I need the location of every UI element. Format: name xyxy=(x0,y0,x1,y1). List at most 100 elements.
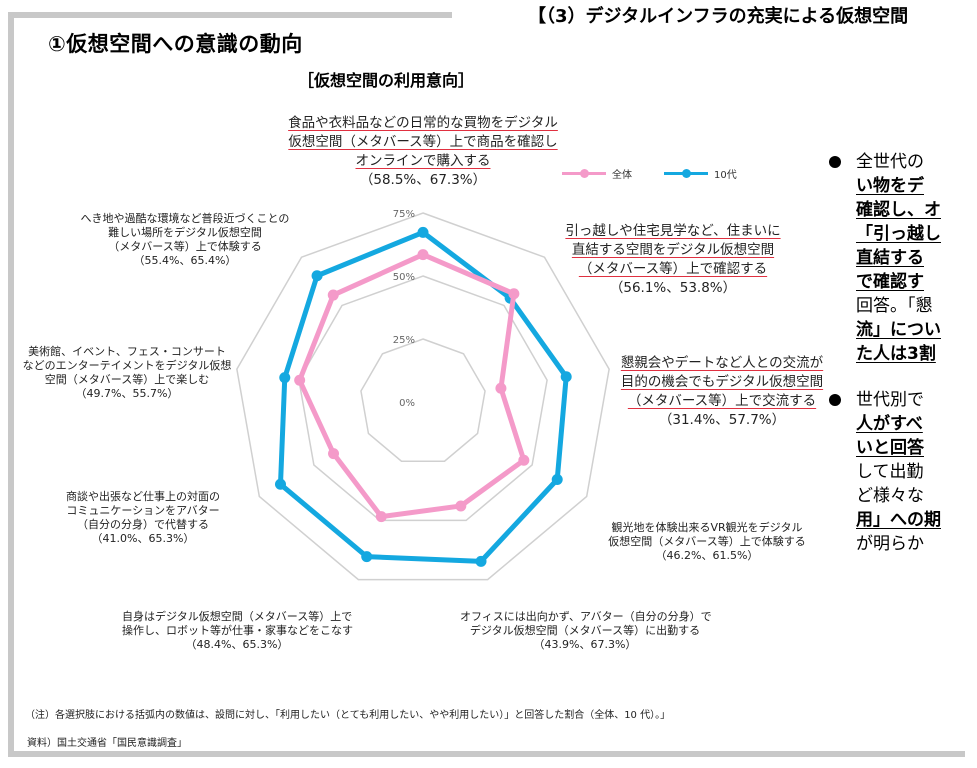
footnote: （注）各選択肢における括弧内の数値は、設問に対し、「利用したい（とても利用したい… xyxy=(25,710,671,721)
grid-ring xyxy=(236,212,610,581)
data-point-marker xyxy=(508,288,520,300)
summary-bullets: 全世代の い物をデ 確認し、オ 「引っ越し 直結する で確認す 回答。「懇 流」… xyxy=(826,150,977,578)
axis-label-line: 目的の機会でもデジタル仮想空間 xyxy=(620,374,824,390)
chart-subtitle: ［仮想空間の利用意向］ xyxy=(298,71,475,90)
bullet-icon xyxy=(829,156,841,168)
radial-tick-label: 75% xyxy=(393,209,415,220)
bullet-line: が明らか xyxy=(856,534,924,554)
axis-values: （31.4%、57.7%） xyxy=(658,412,786,428)
section-title: 【（3）デジタルインフラの充実による仮想空間 xyxy=(528,6,909,27)
data-point-marker xyxy=(551,473,563,485)
legend-line-pink-icon xyxy=(562,169,606,178)
legend-line-blue-icon xyxy=(664,169,708,178)
axis-label-line: 空間（メタバース等）上で楽しむ xyxy=(44,373,210,386)
radial-tick-label: 25% xyxy=(393,335,415,346)
axis-values: （49.7%、55.7%） xyxy=(75,387,179,400)
axis-label-line: 操作し、ロボット等が仕事・家事などをこなす xyxy=(122,624,353,637)
data-point-marker xyxy=(518,454,530,466)
data-point-marker xyxy=(417,226,429,238)
axis-label-line: 商談や出張など仕事上の対面の xyxy=(66,490,220,503)
axis-label-line: （自分の分身）で代替する xyxy=(77,518,209,531)
bullet-line: ど様々な xyxy=(856,486,924,506)
axis-label-line: 美術館、イベント、フェス・コンサート xyxy=(28,345,226,358)
bullet-item: 世代別で 人がすべ いと回答 して出勤 ど様々な 用」への期 が明らか xyxy=(826,388,977,556)
bullet-line: 人がすべ xyxy=(856,414,923,434)
axis-label-shopping: 食品や衣料品などの日常的な買物をデジタル 仮想空間（メタバース等）上で商品を確認… xyxy=(258,114,588,190)
axis-label-remote-places: へき地や過酷な環境など普段近づくことの 難しい場所をデジタル仮想空間 （メタバー… xyxy=(75,212,295,268)
axis-values: （48.4%、65.3%） xyxy=(185,638,289,651)
axis-label-line: 仮想空間（メタバース等）上で商品を確認し xyxy=(288,134,558,150)
bullet-line: で確認す xyxy=(856,272,924,292)
bullet-line: して出勤 xyxy=(856,462,924,482)
data-point-marker xyxy=(274,478,286,490)
axis-label-line: オフィスには出向かず、アバター（自分の分身）で xyxy=(460,610,712,623)
axis-label-line: デジタル仮想空間（メタバース等）に出勤する xyxy=(469,624,701,637)
bullet-item: 全世代の い物をデ 確認し、オ 「引っ越し 直結する で確認す 回答。「懇 流」… xyxy=(826,150,977,366)
data-point-marker xyxy=(455,500,467,512)
grid-ring xyxy=(298,275,548,522)
axis-values: （43.9%、67.3%） xyxy=(533,638,637,651)
data-point-marker xyxy=(327,289,339,301)
axis-label-robot: 自身はデジタル仮想空間（メタバース等）上で 操作し、ロボット等が仕事・家事などを… xyxy=(122,610,353,652)
axis-label-line: 懇親会やデートなど人との交流が xyxy=(620,355,824,371)
legend-item-teens: 10代 xyxy=(664,166,737,181)
panel-border-gap xyxy=(452,10,977,20)
axis-label-vr-tourism: 観光地を体験出来るVR観光をデジタル 仮想空間（メタバース等）上で体験する （4… xyxy=(600,521,814,563)
data-point-marker xyxy=(279,372,291,384)
data-point-marker xyxy=(560,371,572,383)
axis-label-line: 食品や衣料品などの日常的な買物をデジタル xyxy=(288,115,558,131)
axis-label-line: オンラインで購入する xyxy=(355,153,491,169)
bullet-line: 直結する xyxy=(856,248,924,268)
axis-label-line: などのエンターテイメントをデジタル仮想 xyxy=(22,359,232,372)
bullet-line: 流」につい xyxy=(856,320,941,340)
axis-label-housing: 引っ越しや住宅見学など、住まいに 直結する空間をデジタル仮想空間 （メタバース等… xyxy=(548,222,798,298)
bullet-line: 世代別で xyxy=(856,390,924,410)
axis-label-line: へき地や過酷な環境など普段近づくことの xyxy=(80,212,290,225)
data-point-marker xyxy=(475,555,487,567)
source-note: 資料）国土交通省「国民意識調査」 xyxy=(27,738,187,749)
main-title: ①仮想空間への意識の動向 xyxy=(48,32,303,56)
axis-label-line: 観光地を体験出来るVR観光をデジタル xyxy=(611,521,803,534)
bullet-line: いと回答 xyxy=(856,438,924,458)
axis-label-line: 引っ越しや住宅見学など、住まいに xyxy=(565,223,781,239)
bullet-line: 全世代の xyxy=(856,152,924,172)
legend-label: 10代 xyxy=(714,170,737,181)
data-point-marker xyxy=(495,382,507,394)
axis-label-entertainment: 美術館、イベント、フェス・コンサート などのエンターテイメントをデジタル仮想 空… xyxy=(22,345,232,401)
legend-item-all: 全体 xyxy=(562,166,632,181)
axis-label-social: 懇親会やデートなど人との交流が 目的の機会でもデジタル仮想空間 （メタバース等）… xyxy=(597,354,847,430)
radial-tick-label: 0% xyxy=(399,398,415,409)
axis-label-line: 仮想空間（メタバース等）上で体験する xyxy=(608,535,806,548)
radial-tick-label: 50% xyxy=(393,272,415,283)
bullet-line: い物をデ xyxy=(856,176,924,196)
axis-values: （58.5%、67.3%） xyxy=(359,172,487,188)
bullet-line: 用」への期 xyxy=(856,510,941,530)
axis-label-line: （メタバース等）上で交流する xyxy=(627,393,817,409)
data-point-marker xyxy=(294,374,306,386)
axis-label-line: （メタバース等）上で確認する xyxy=(578,261,768,277)
legend-label: 全体 xyxy=(612,170,632,181)
axis-values: （41.0%、65.3%） xyxy=(91,532,195,545)
axis-label-line: 自身はデジタル仮想空間（メタバース等）上で xyxy=(122,610,353,623)
axis-values: （46.2%、61.5%） xyxy=(655,549,759,562)
axis-values: （56.1%、53.8%） xyxy=(609,280,737,296)
series-line xyxy=(297,252,527,520)
bullet-icon xyxy=(829,394,841,406)
series-line xyxy=(277,229,569,564)
grid-ring xyxy=(360,338,486,462)
axis-label-line: 直結する空間をデジタル仮想空間 xyxy=(571,242,775,258)
data-point-marker xyxy=(311,270,323,282)
bullet-line: た人は3割 xyxy=(856,344,936,364)
axis-label-business: 商談や出張など仕事上の対面の コミュニケーションをアバター （自分の分身）で代替… xyxy=(48,490,238,546)
axis-values: （55.4%、65.4%） xyxy=(133,254,237,267)
chart-legend: 全体 10代 xyxy=(562,166,769,181)
data-point-marker xyxy=(328,448,340,460)
axis-label-line: （メタバース等）上で体験する xyxy=(108,240,262,253)
bullet-line: 確認し、オ xyxy=(856,200,941,220)
data-point-marker xyxy=(361,551,373,563)
data-point-marker xyxy=(375,511,387,523)
bullet-line: 「引っ越し xyxy=(856,224,941,244)
axis-label-line: 難しい場所をデジタル仮想空間 xyxy=(108,226,262,239)
bullet-line: 回答。「懇 xyxy=(856,296,933,316)
